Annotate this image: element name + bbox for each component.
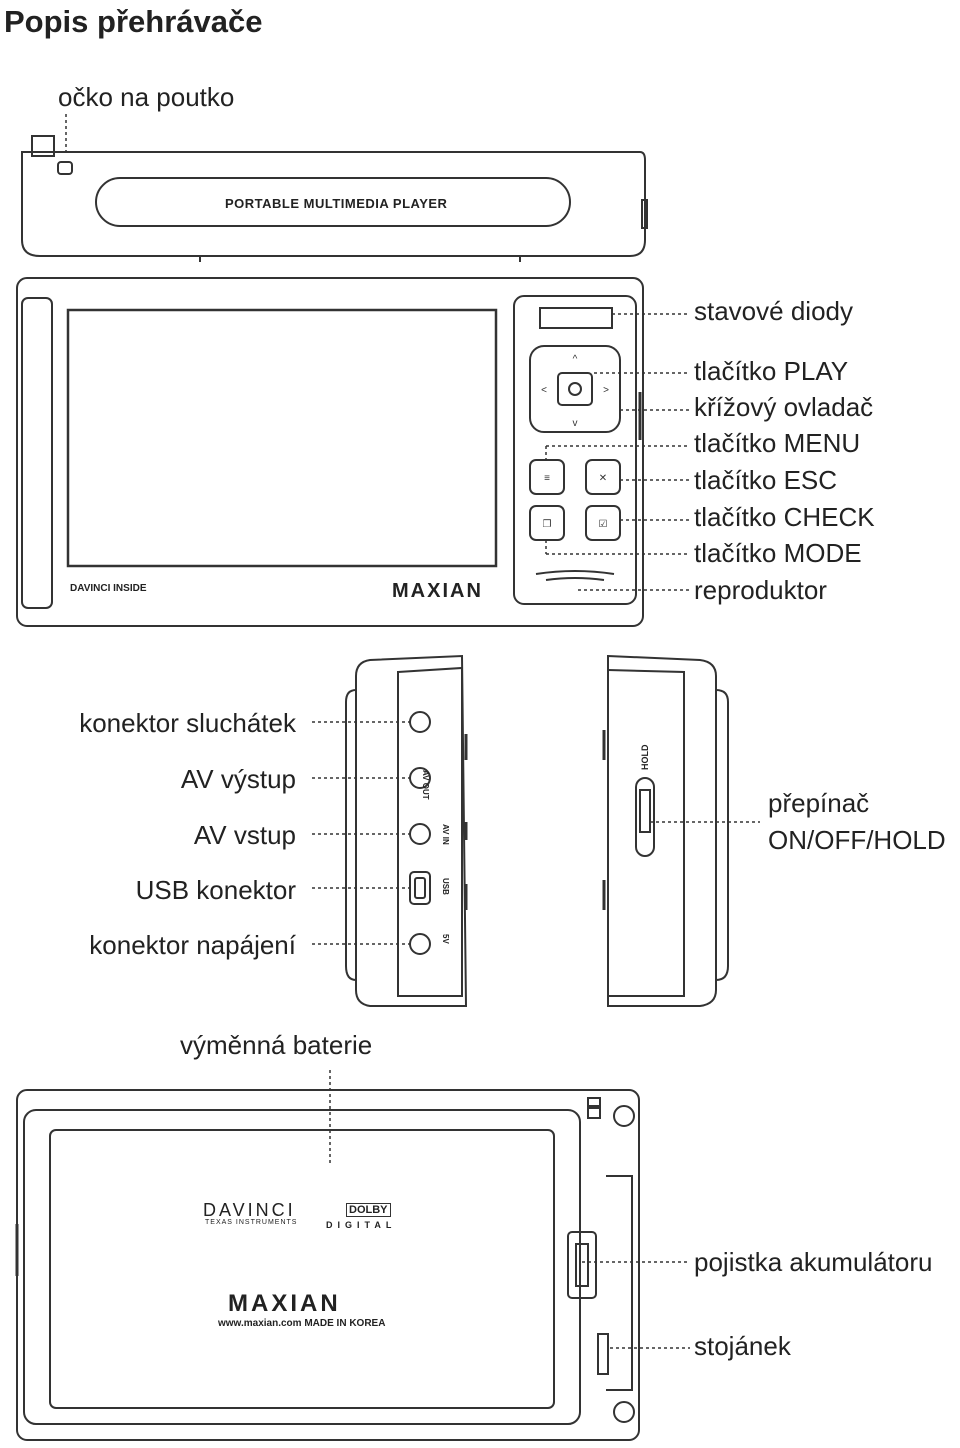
front-view-device [16, 277, 644, 627]
label-power-connector: konektor napájení [89, 930, 296, 960]
port-text-usb: USB [441, 878, 450, 895]
label-headphone-jack: konektor sluchátek [79, 708, 296, 738]
page-title: Popis přehrávače [4, 4, 263, 39]
esc-icon: ✕ [599, 473, 607, 484]
logo-maxian-front: MAXIAN [392, 580, 483, 602]
label-stand: stojánek [694, 1331, 791, 1361]
left-arrow-icon: < [541, 385, 547, 396]
right-arrow-icon: > [603, 385, 609, 396]
label-usb-connector: USB konektor [135, 875, 296, 905]
label-mode-button: tlačítko MODE [694, 538, 862, 568]
logo-davinci-inside: DAVINCI INSIDE [70, 583, 147, 594]
back-footer-text: www.maxian.com MADE IN KOREA [218, 1318, 386, 1329]
mode-icon: ❐ [543, 519, 552, 530]
label-esc-button: tlačítko ESC [694, 465, 838, 495]
port-text-av-out: AV OUT [421, 770, 430, 800]
check-icon: ☑ [599, 519, 608, 530]
back-view-device [15, 1089, 640, 1441]
top-device-text: PORTABLE MULTIMEDIA PLAYER [225, 196, 448, 211]
back-dolby-sub: DIGITAL [326, 1220, 397, 1230]
label-switch-line2: ON/OFF/HOLD [768, 825, 946, 855]
label-check-button: tlačítko CHECK [694, 502, 875, 532]
port-text-av-in: AV IN [441, 824, 450, 845]
menu-icon: ≡ [544, 473, 550, 484]
label-dpad: křížový ovladač [694, 392, 874, 422]
label-battery-lock: pojistka akumulátoru [694, 1247, 933, 1277]
label-replaceable-battery: výměnná baterie [180, 1030, 373, 1060]
port-text-power: 5V [441, 934, 450, 944]
label-switch-line1: přepínač [768, 788, 870, 818]
back-maxian-logo: MAXIAN [228, 1290, 341, 1317]
top-view-device [21, 135, 648, 262]
down-arrow-icon: v [573, 418, 578, 429]
label-play-button: tlačítko PLAY [694, 356, 849, 386]
label-av-out: AV výstup [180, 764, 296, 794]
label-status-leds: stavové diody [694, 296, 853, 326]
side-view-left-device [345, 654, 468, 1007]
side-view-right-device [602, 654, 729, 1007]
up-arrow-icon: ^ [573, 354, 578, 365]
back-davinci-logo: DAVINCI [203, 1200, 296, 1220]
back-dolby-logo: DOLBY [346, 1203, 391, 1217]
label-strap-eyelet: očko na poutko [58, 82, 235, 112]
switch-hold-text: HOLD [640, 744, 650, 771]
label-av-in: AV vstup [193, 820, 296, 850]
label-speaker: reproduktor [694, 575, 827, 605]
back-davinci-sub: TEXAS INSTRUMENTS [205, 1219, 298, 1226]
label-menu-button: tlačítko MENU [694, 428, 861, 458]
